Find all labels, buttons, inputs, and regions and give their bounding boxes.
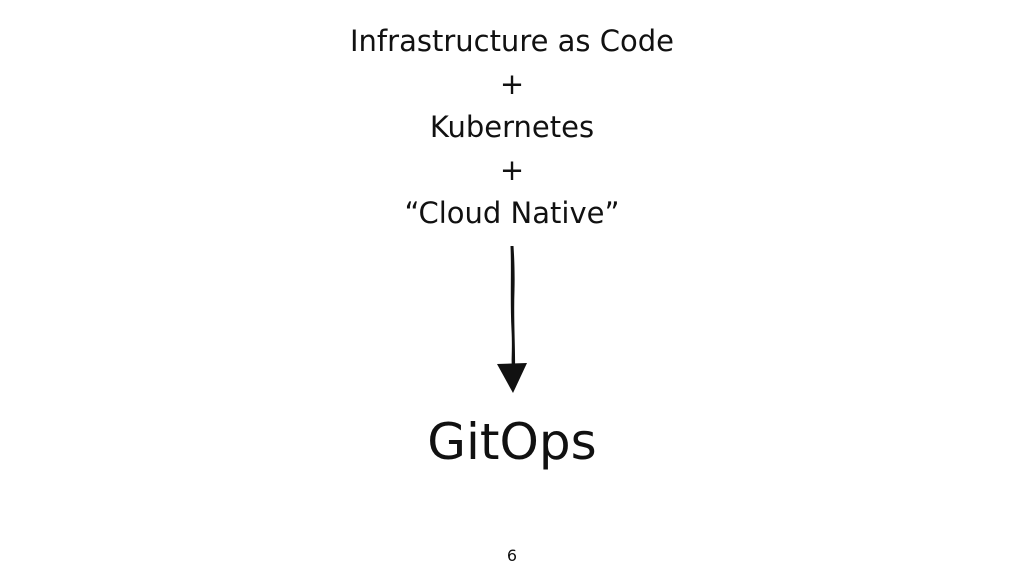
- page-number: 6: [506, 546, 518, 565]
- line-infrastructure-as-code: Infrastructure as Code: [350, 24, 674, 58]
- plus-sign-1: +: [499, 67, 525, 101]
- line-cloud-native: “Cloud Native”: [404, 196, 620, 230]
- down-arrow-icon: [497, 246, 527, 393]
- plus-sign-2: +: [499, 153, 525, 187]
- result-gitops: GitOps: [427, 413, 597, 471]
- line-kubernetes: Kubernetes: [429, 110, 595, 144]
- arrow-head: [497, 363, 527, 393]
- arrow-shaft: [510, 246, 516, 368]
